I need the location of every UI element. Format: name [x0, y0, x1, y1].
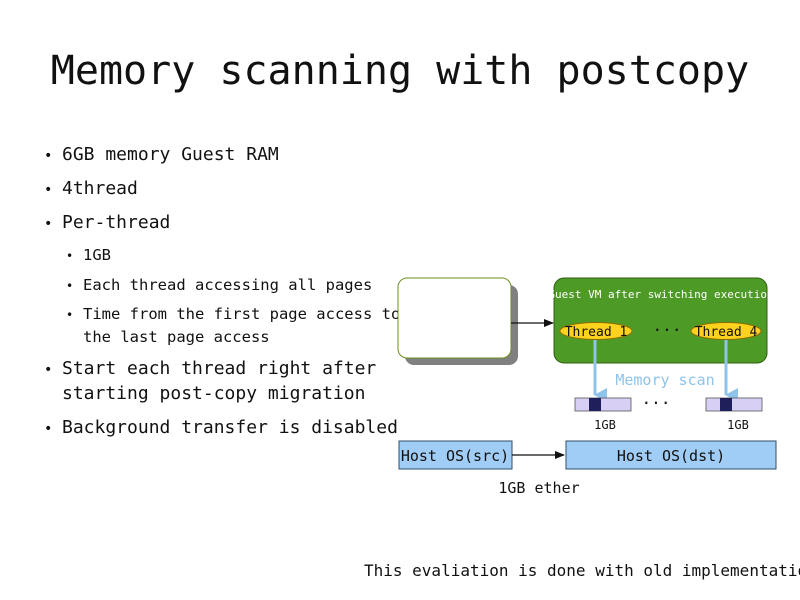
memory-block-1 — [574, 397, 632, 412]
sub-bullet-dot: • — [66, 249, 74, 263]
memory-block-1-label: 1GB — [594, 418, 616, 432]
slide-title: Memory scanning with postcopy — [50, 48, 750, 94]
bullet-start-thread-line2: starting post-copy migration — [62, 383, 366, 404]
link-label: 1GB ether — [498, 479, 579, 497]
sub-bullet-time-line1: Time from the first page access to — [83, 305, 401, 323]
thread-4-ellipse — [690, 322, 762, 340]
guest-vm-box — [553, 277, 768, 364]
bullet-dot: • — [44, 421, 53, 437]
thread-4-label: Thread 4 — [695, 325, 758, 340]
bullet-guest-ram: 6GB memory Guest RAM — [62, 144, 279, 165]
memory-ellipsis: ... — [642, 389, 671, 408]
bullet-threads: 4thread — [62, 178, 138, 199]
sub-bullet-dot: • — [66, 308, 74, 322]
bullet-dot: • — [44, 216, 53, 232]
threads-ellipsis: ... — [653, 316, 682, 335]
host-dst-box — [565, 440, 777, 470]
bullet-start-thread-line1: Start each thread right after — [62, 358, 377, 379]
bullet-background-transfer: Background transfer is disabled — [62, 417, 398, 438]
bullet-per-thread: Per-thread — [62, 212, 171, 233]
bullet-dot: • — [44, 362, 53, 378]
sub-bullet-1gb: 1GB — [83, 246, 111, 264]
memory-block-1-cursor — [589, 398, 601, 411]
memory-block-4-cursor — [720, 398, 732, 411]
memory-scan-label: Memory scan — [615, 371, 714, 389]
host-src-box — [398, 440, 513, 470]
memory-block-4-label: 1GB — [727, 418, 749, 432]
guest-vm-label: Guest VM after switching execution — [548, 288, 773, 301]
host-src-label: Host OS(src) — [401, 447, 509, 465]
sub-bullet-dot: • — [66, 279, 74, 293]
host-dst-label: Host OS(dst) — [617, 447, 725, 465]
thread-1-label: Thread 1 — [565, 325, 628, 340]
bullet-dot: • — [44, 182, 53, 198]
footer-note: This evaliation is done with old impleme… — [364, 561, 800, 580]
memory-block-4 — [705, 397, 763, 412]
sub-bullet-time-line2: the last page access — [83, 328, 270, 346]
src-vm-box — [397, 277, 512, 359]
bullet-dot: • — [44, 148, 53, 164]
sub-bullet-accessing-pages: Each thread accessing all pages — [83, 276, 373, 294]
thread-1-ellipse — [559, 322, 633, 340]
